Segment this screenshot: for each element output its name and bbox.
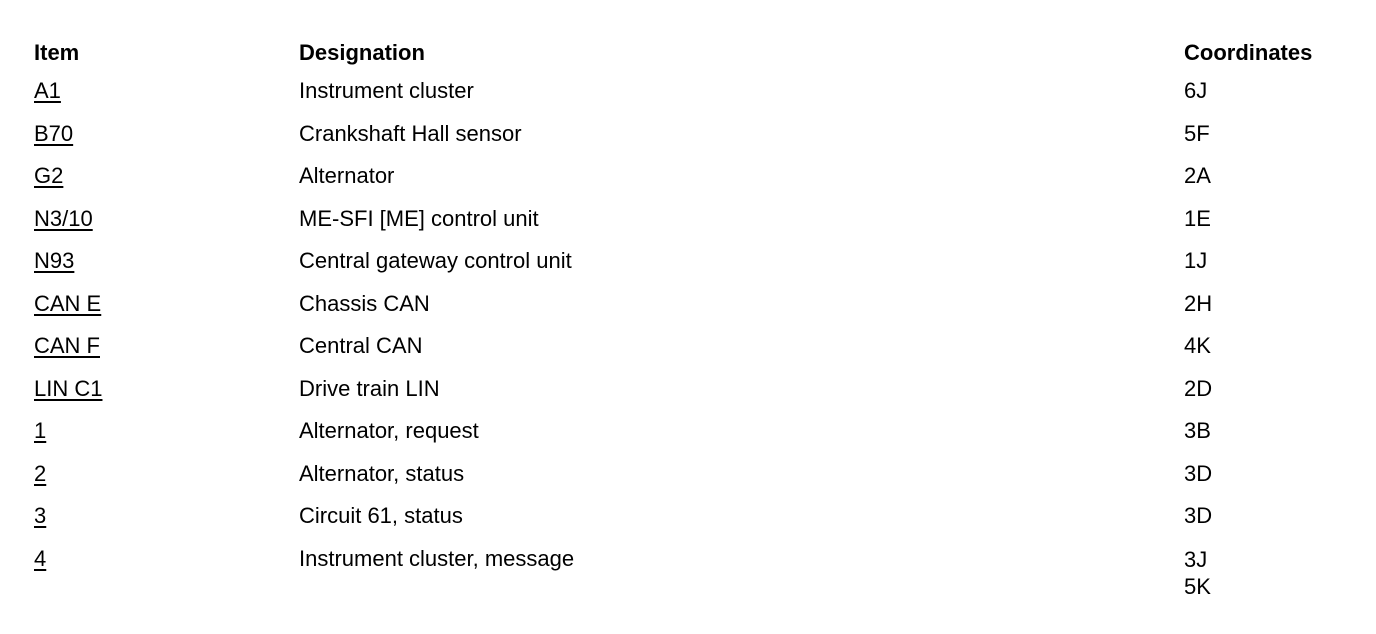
item-link[interactable]: CAN F — [34, 333, 100, 358]
designation-cell: Central gateway control unit — [299, 248, 572, 273]
coordinates-cell: 2H — [1184, 290, 1213, 316]
legend-table: Item Designation Coordinates A1 Instrume… — [34, 36, 1344, 616]
coordinates-cell: 6J — [1184, 78, 1208, 103]
table-row: G2 Alternator 2A — [34, 155, 1344, 198]
table-row: 1 Alternator, request 3B — [34, 410, 1344, 453]
header-row: Item Designation Coordinates — [34, 36, 1344, 70]
designation-cell: Crankshaft Hall sensor — [299, 120, 522, 146]
item-link[interactable]: CAN E — [34, 290, 102, 316]
coordinates-cell: 5F — [1184, 120, 1210, 146]
designation-cell: Instrument cluster — [299, 78, 474, 103]
item-link[interactable]: 1 — [34, 418, 47, 443]
table-row: CAN E Chassis CAN 2H — [34, 283, 1344, 326]
coordinates-cell: 4K — [1184, 333, 1211, 358]
table-row: 3 Circuit 61, status 3D — [34, 495, 1344, 538]
designation-cell: Central CAN — [299, 333, 423, 358]
coordinates-cell: 1E — [1184, 205, 1211, 231]
coordinates-cell: 1J — [1184, 248, 1208, 273]
designation-cell: Alternator — [299, 163, 395, 188]
header-designation: Designation — [299, 40, 425, 65]
table-row: CAN F Central CAN 4K — [34, 325, 1344, 368]
table-row: A1 Instrument cluster 6J — [34, 70, 1344, 113]
designation-cell: Chassis CAN — [299, 290, 430, 316]
coordinates-cell: 3J 5K — [1184, 538, 1344, 616]
item-link[interactable]: B70 — [34, 120, 74, 146]
item-link[interactable]: N3/10 — [34, 205, 93, 231]
designation-cell: Alternator, status — [299, 460, 465, 486]
coordinates-cell: 3D — [1184, 503, 1213, 528]
table-row: 2 Alternator, status 3D — [34, 453, 1344, 496]
coordinates-cell: 2A — [1184, 163, 1211, 188]
table-row: B70 Crankshaft Hall sensor 5F — [34, 113, 1344, 156]
coordinate-value: 5K — [1184, 573, 1211, 599]
designation-cell: ME-SFI [ME] control unit — [299, 205, 539, 231]
coordinates-cell: 3B — [1184, 418, 1211, 443]
item-link[interactable]: LIN C1 — [34, 375, 103, 401]
header-item: Item — [34, 40, 80, 65]
table-row: N3/10 ME-SFI [ME] control unit 1E — [34, 198, 1344, 241]
designation-cell: Alternator, request — [299, 418, 479, 443]
coordinates-cell: 2D — [1184, 375, 1213, 401]
table-row: LIN C1 Drive train LIN 2D — [34, 368, 1344, 411]
header-coordinates: Coordinates — [1184, 40, 1313, 65]
coordinates-cell: 3D — [1184, 460, 1213, 486]
designation-cell: Instrument cluster, message — [299, 545, 575, 571]
item-link[interactable]: 4 — [34, 545, 47, 571]
coordinate-value: 3J — [1184, 546, 1208, 572]
item-link[interactable]: N93 — [34, 248, 75, 273]
table-row: N93 Central gateway control unit 1J — [34, 240, 1344, 283]
legend-body: A1 Instrument cluster 6J B70 Crankshaft … — [34, 70, 1344, 616]
item-link[interactable]: A1 — [34, 78, 61, 103]
item-link[interactable]: G2 — [34, 163, 64, 188]
item-link[interactable]: 3 — [34, 503, 47, 528]
designation-cell: Circuit 61, status — [299, 503, 463, 528]
item-link[interactable]: 2 — [34, 460, 47, 486]
designation-cell: Drive train LIN — [299, 375, 440, 401]
table-row: 4 Instrument cluster, message 3J 5K — [34, 538, 1344, 616]
